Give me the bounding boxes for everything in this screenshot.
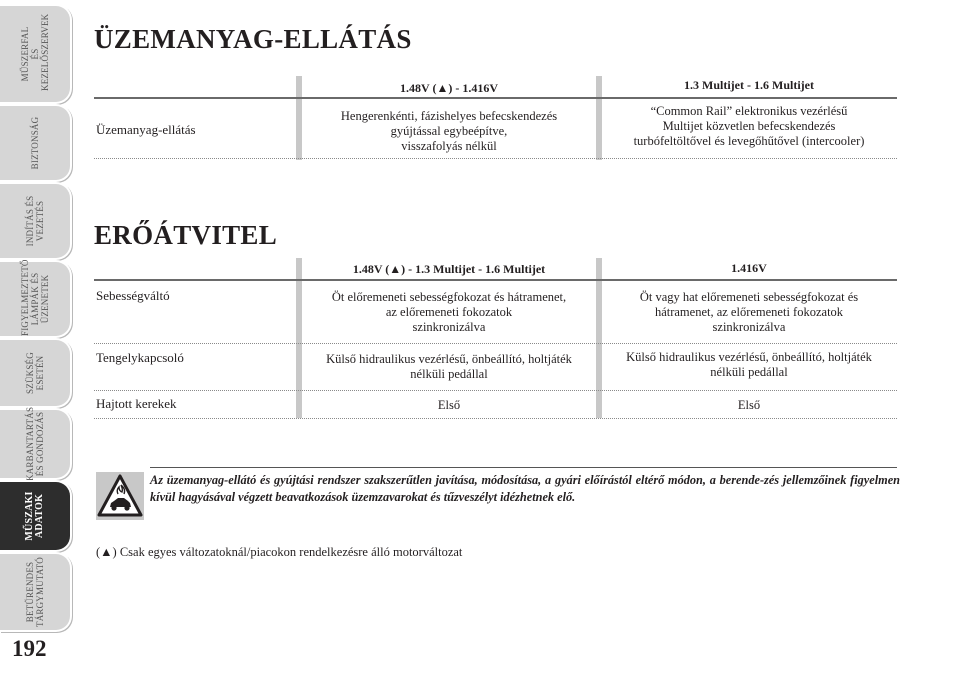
tab-label: KARBANTARTÁS ÉS GONDOZÁS [25,406,45,481]
chapter-tabs: MŰSZERFAL ÉS KEZELŐSZERVEK BIZTONSÁG IND… [0,0,80,677]
warning-text: Az üzemanyag-ellátó és gyújtási rendszer… [150,473,900,504]
row-divider [94,158,897,159]
row-divider [94,418,897,419]
tab-label: FIGYELMEZTETŐ LÁMPÁK ÉS ÜZENETEK [20,259,50,336]
tab-szukseg[interactable]: SZÜKSÉG ESETÉN [0,338,72,408]
table-rule [94,279,897,281]
table-rule [94,97,897,99]
trans-gearbox-col1: Öt előremeneti sebességfokozat és hátram… [331,290,567,334]
trans-col2-head: 1.416V [731,261,767,275]
trans-gearbox-col2: Öt vagy hat előremeneti sebességfokozat … [639,290,859,334]
trans-row-label-clutch: Tengelykapcsoló [96,350,184,365]
row-divider [94,343,897,344]
trans-col1-head: 1.48V (▲) - 1.3 Multijet - 1.6 Multijet [352,262,546,276]
trans-clutch-col2: Külső hidraulikus vezérlésű, önbeállító,… [626,350,872,379]
tab-label: BIZTONSÁG [30,116,40,170]
tab-label: SZÜKSÉG ESETÉN [25,352,45,394]
trans-row-label-gearbox: Sebességváltó [96,288,170,303]
trans-row-label-wheels: Hajtott kerekek [96,396,177,411]
tab-biztonsag[interactable]: BIZTONSÁG [0,104,72,182]
section-title-transmission: ERŐÁTVITEL [94,220,278,250]
row-divider [94,390,897,391]
fuel-col2-head: 1.3 Multijet - 1.6 Multijet [684,78,814,92]
tab-muszaki-adatok[interactable]: MŰSZAKI ADATOK [0,480,72,552]
trans-wheels-col2: Első [737,398,761,412]
fire-hazard-warning-icon [96,472,144,520]
footnote: (▲) Csak egyes változatoknál/piacokon re… [96,545,463,559]
trans-clutch-col1: Külső hidraulikus vezérlésű, önbeállító,… [326,352,572,381]
tab-label: INDÍTÁS ÉS VEZETÉS [25,195,45,247]
column-separator [596,76,602,160]
column-separator [596,258,602,418]
tab-targymutato[interactable]: BETŰRENDES TÁRGYMUTATÓ [0,552,72,632]
fuel-row-label: Üzemanyag-ellátás [96,122,196,137]
tab-muszerfal[interactable]: MŰSZERFAL ÉS KEZELŐSZERVEK [0,4,72,104]
fuel-col2-value: “Common Rail” elektronikus vezérlésű Mul… [633,104,865,148]
tab-figyelmezteto[interactable]: FIGYELMEZTETŐ LÁMPÁK ÉS ÜZENETEK [0,259,72,338]
tab-karbantartas[interactable]: KARBANTARTÁS ÉS GONDOZÁS [0,406,72,481]
column-separator [296,76,302,160]
tab-label: MŰSZAKI ADATOK [24,491,45,541]
column-separator [296,258,302,418]
tab-label: MŰSZERFAL ÉS KEZELŐSZERVEK [20,13,50,91]
fuel-col1-value: Hengerenkénti, fázishelyes befecskendezé… [340,109,558,153]
tab-label: BETŰRENDES TÁRGYMUTATÓ [25,557,45,627]
warning-rule [150,467,897,468]
trans-wheels-col1: Első [437,398,461,412]
fuel-col1-head: 1.48V (▲) - 1.416V [400,81,498,95]
page-number: 192 [12,636,47,661]
section-title-fuel: ÜZEMANYAG-ELLÁTÁS [94,24,412,54]
tab-inditas[interactable]: INDÍTÁS ÉS VEZETÉS [0,182,72,260]
